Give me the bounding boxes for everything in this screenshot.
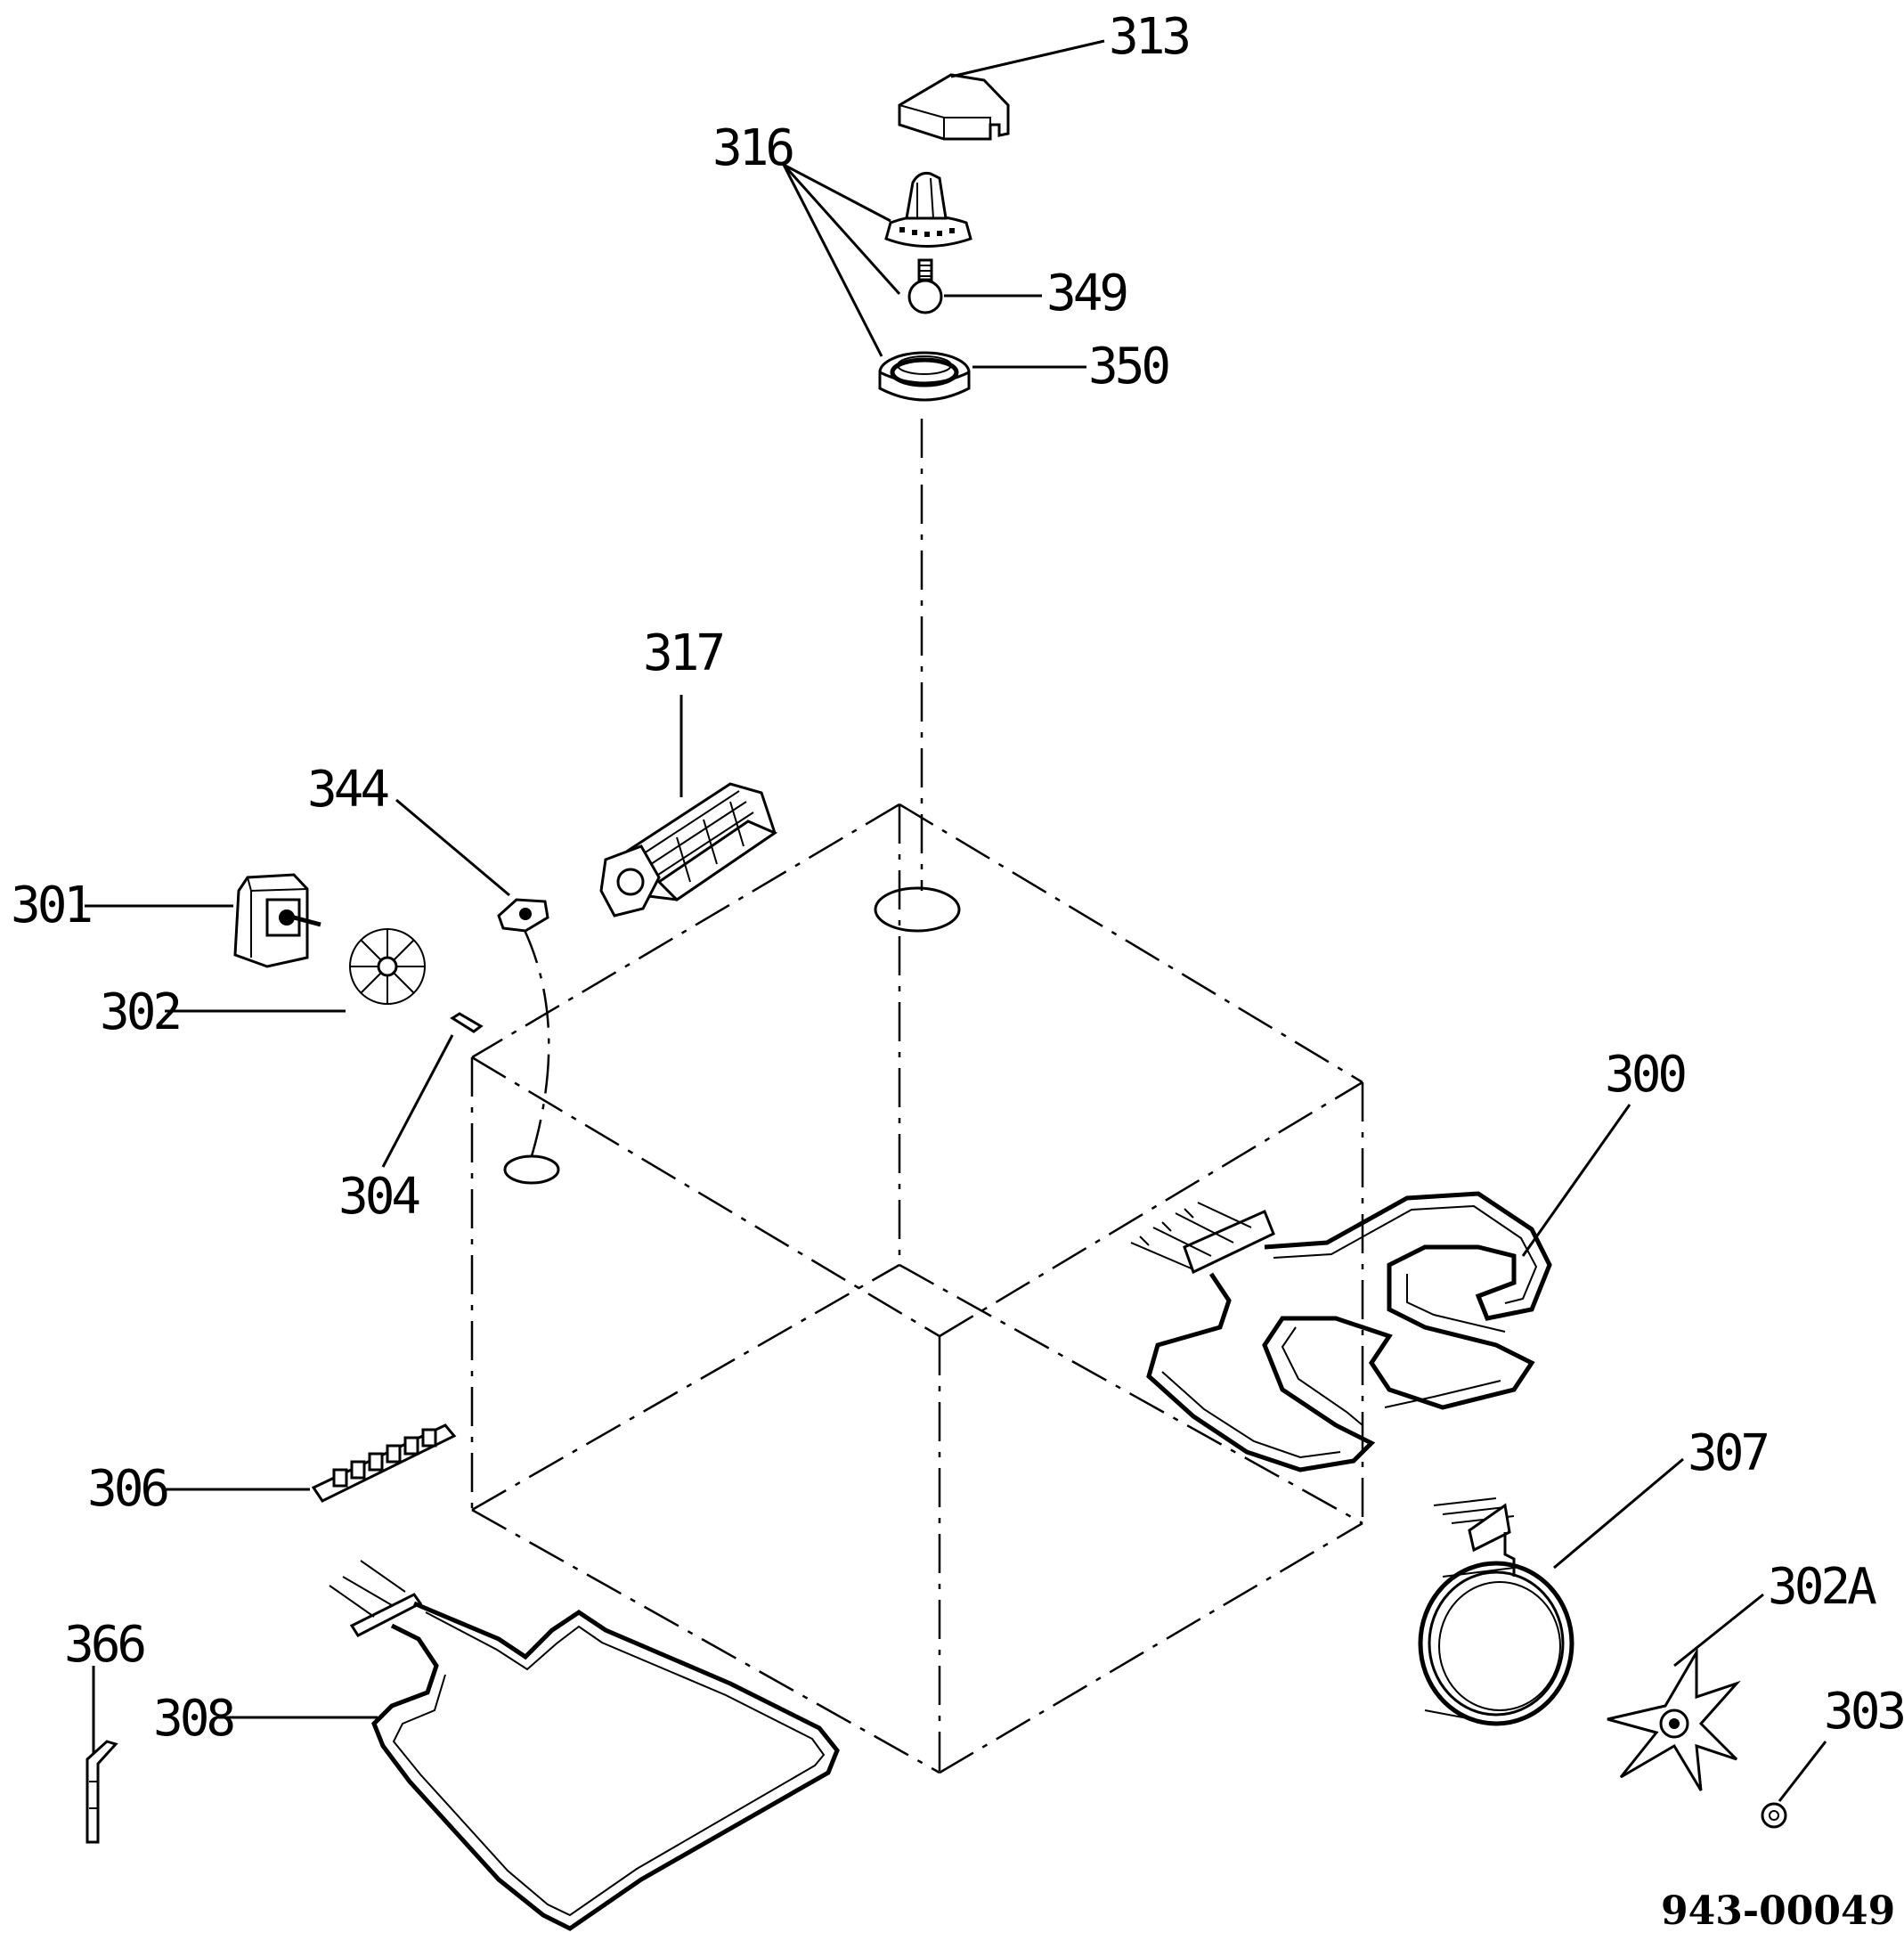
document-code: 943-00049 <box>1661 1888 1895 1934</box>
part-303-nut <box>1761 1741 1827 1829</box>
label-366: 366 <box>64 1616 144 1674</box>
label-308: 308 <box>153 1690 233 1748</box>
part-302a-convection-fan-blade <box>1607 1593 1764 1791</box>
label-317: 317 <box>643 624 722 682</box>
part-344-small-bracket <box>395 798 549 933</box>
oven-cavity-outline <box>470 419 1364 1774</box>
part-number-labels: 313 316 349 350 317 344 301 302 304 300 … <box>11 8 1904 1748</box>
part-349-lamp-bulb <box>907 258 1042 314</box>
part-366-bracket <box>85 1666 118 1844</box>
label-302a: 302A <box>1768 1558 1876 1616</box>
part-350-lamp-holder <box>878 351 1086 402</box>
part-301-fan-motor <box>85 873 321 968</box>
label-313: 313 <box>1109 8 1188 66</box>
label-301: 301 <box>11 877 90 934</box>
part-300-grill-heating-element <box>1130 1104 1631 1472</box>
part-308-bottom-heating-element <box>218 1560 840 1931</box>
part-307-circular-heating-element <box>1418 1457 1684 1726</box>
label-350: 350 <box>1088 338 1168 396</box>
part-316-lamp-glass <box>782 163 972 357</box>
label-306: 306 <box>87 1460 167 1518</box>
label-307: 307 <box>1688 1424 1767 1482</box>
label-344: 344 <box>307 761 388 819</box>
label-300: 300 <box>1605 1046 1685 1104</box>
part-304-pin <box>381 1012 484 1168</box>
part-302-fan-impeller <box>165 928 426 1013</box>
label-303: 303 <box>1824 1683 1903 1741</box>
label-304: 304 <box>338 1168 419 1226</box>
part-306-terminal-strip <box>165 1423 457 1503</box>
part-317-tangential-fan <box>599 695 778 917</box>
label-349: 349 <box>1046 265 1126 322</box>
part-313-lamp-cover-cap <box>898 39 1105 141</box>
label-302: 302 <box>100 983 179 1041</box>
label-316: 316 <box>712 119 793 177</box>
